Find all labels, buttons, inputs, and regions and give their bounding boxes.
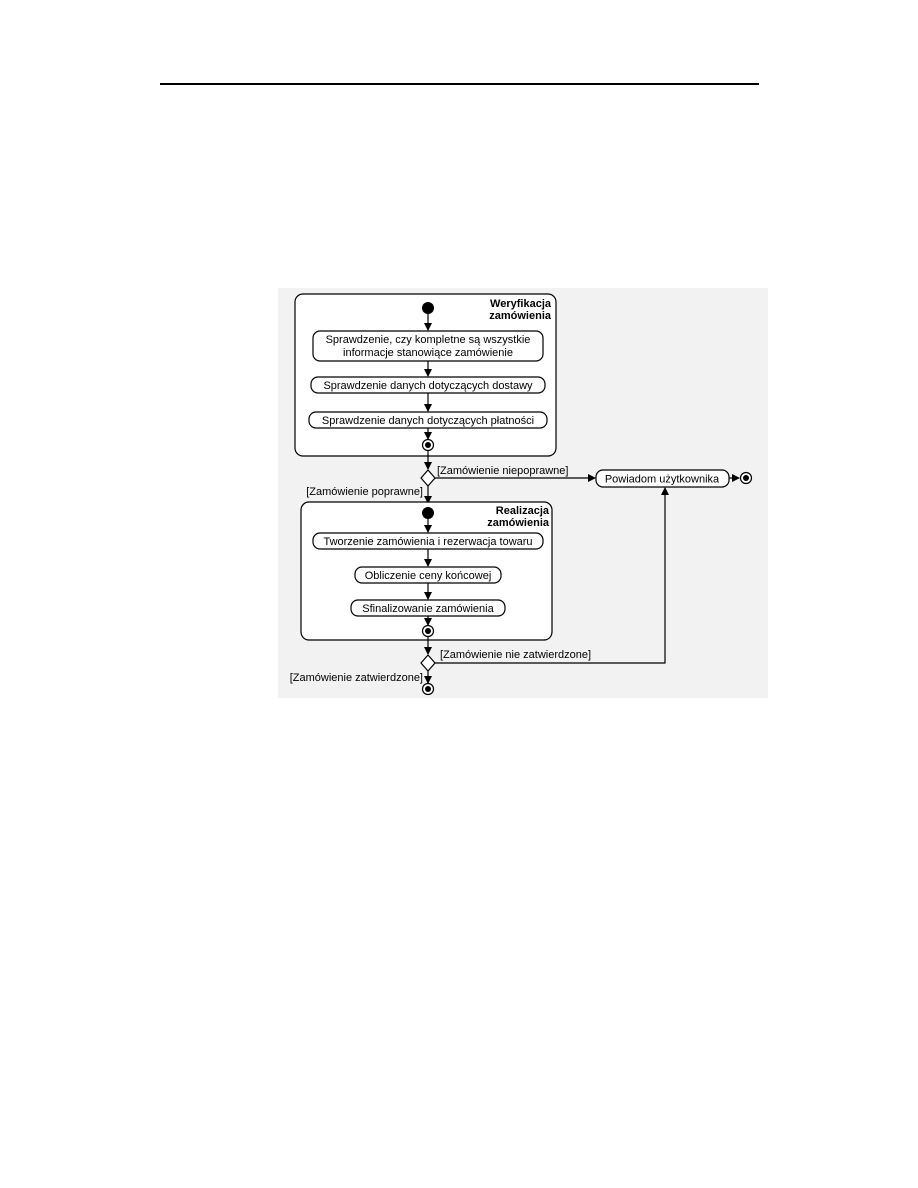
activity-diagram-svg: Weryfikacja zamówienia Sprawdzenie, czy … xyxy=(278,288,768,698)
action-finalize-label: Sfinalizowanie zamówienia xyxy=(362,603,494,615)
action-check-delivery-label: Sprawdzenie danych dotyczących dostawy xyxy=(323,380,533,392)
flow-edge-not-confirmed xyxy=(435,487,669,664)
action-notify-user-label: Powiadom użytkownika xyxy=(605,474,720,486)
activity-diagram: Weryfikacja zamówienia Sprawdzenie, czy … xyxy=(278,288,768,698)
action-create-order-label: Tworzenie zamówienia i rezerwacja towaru xyxy=(323,536,532,548)
region-realizacja-title-1: Realizacja xyxy=(496,505,550,517)
guard-confirmed: [Zamówienie zatwierdzone] xyxy=(290,672,423,684)
region-weryfikacja-title-1: Weryfikacja xyxy=(490,298,552,310)
region-weryfikacja-title-2: zamówienia xyxy=(489,310,552,322)
region-realizacja-title-2: zamówienia xyxy=(487,517,550,529)
guard-correct: [Zamówienie poprawne] xyxy=(306,486,423,498)
action-check-complete-line2: informacje stanowiące zamówienie xyxy=(343,347,513,359)
guard-incorrect: [Zamówienie niepoprawne] xyxy=(437,465,568,477)
page-header-rule xyxy=(160,83,759,85)
initial-node-2 xyxy=(422,507,434,519)
initial-node-1 xyxy=(422,302,434,314)
final-node-notify-dot xyxy=(743,475,749,481)
action-check-complete-line1: Sprawdzenie, czy kompletne są wszystkie xyxy=(326,334,531,346)
action-check-payment-label: Sprawdzenie danych dotyczących płatności xyxy=(322,415,534,427)
final-node-3-dot xyxy=(425,686,431,692)
guard-not-confirmed: [Zamówienie nie zatwierdzone] xyxy=(440,649,591,661)
final-node-1-dot xyxy=(425,442,431,448)
final-node-2-dot xyxy=(425,628,431,634)
action-calc-price-label: Obliczenie ceny końcowej xyxy=(365,570,492,582)
